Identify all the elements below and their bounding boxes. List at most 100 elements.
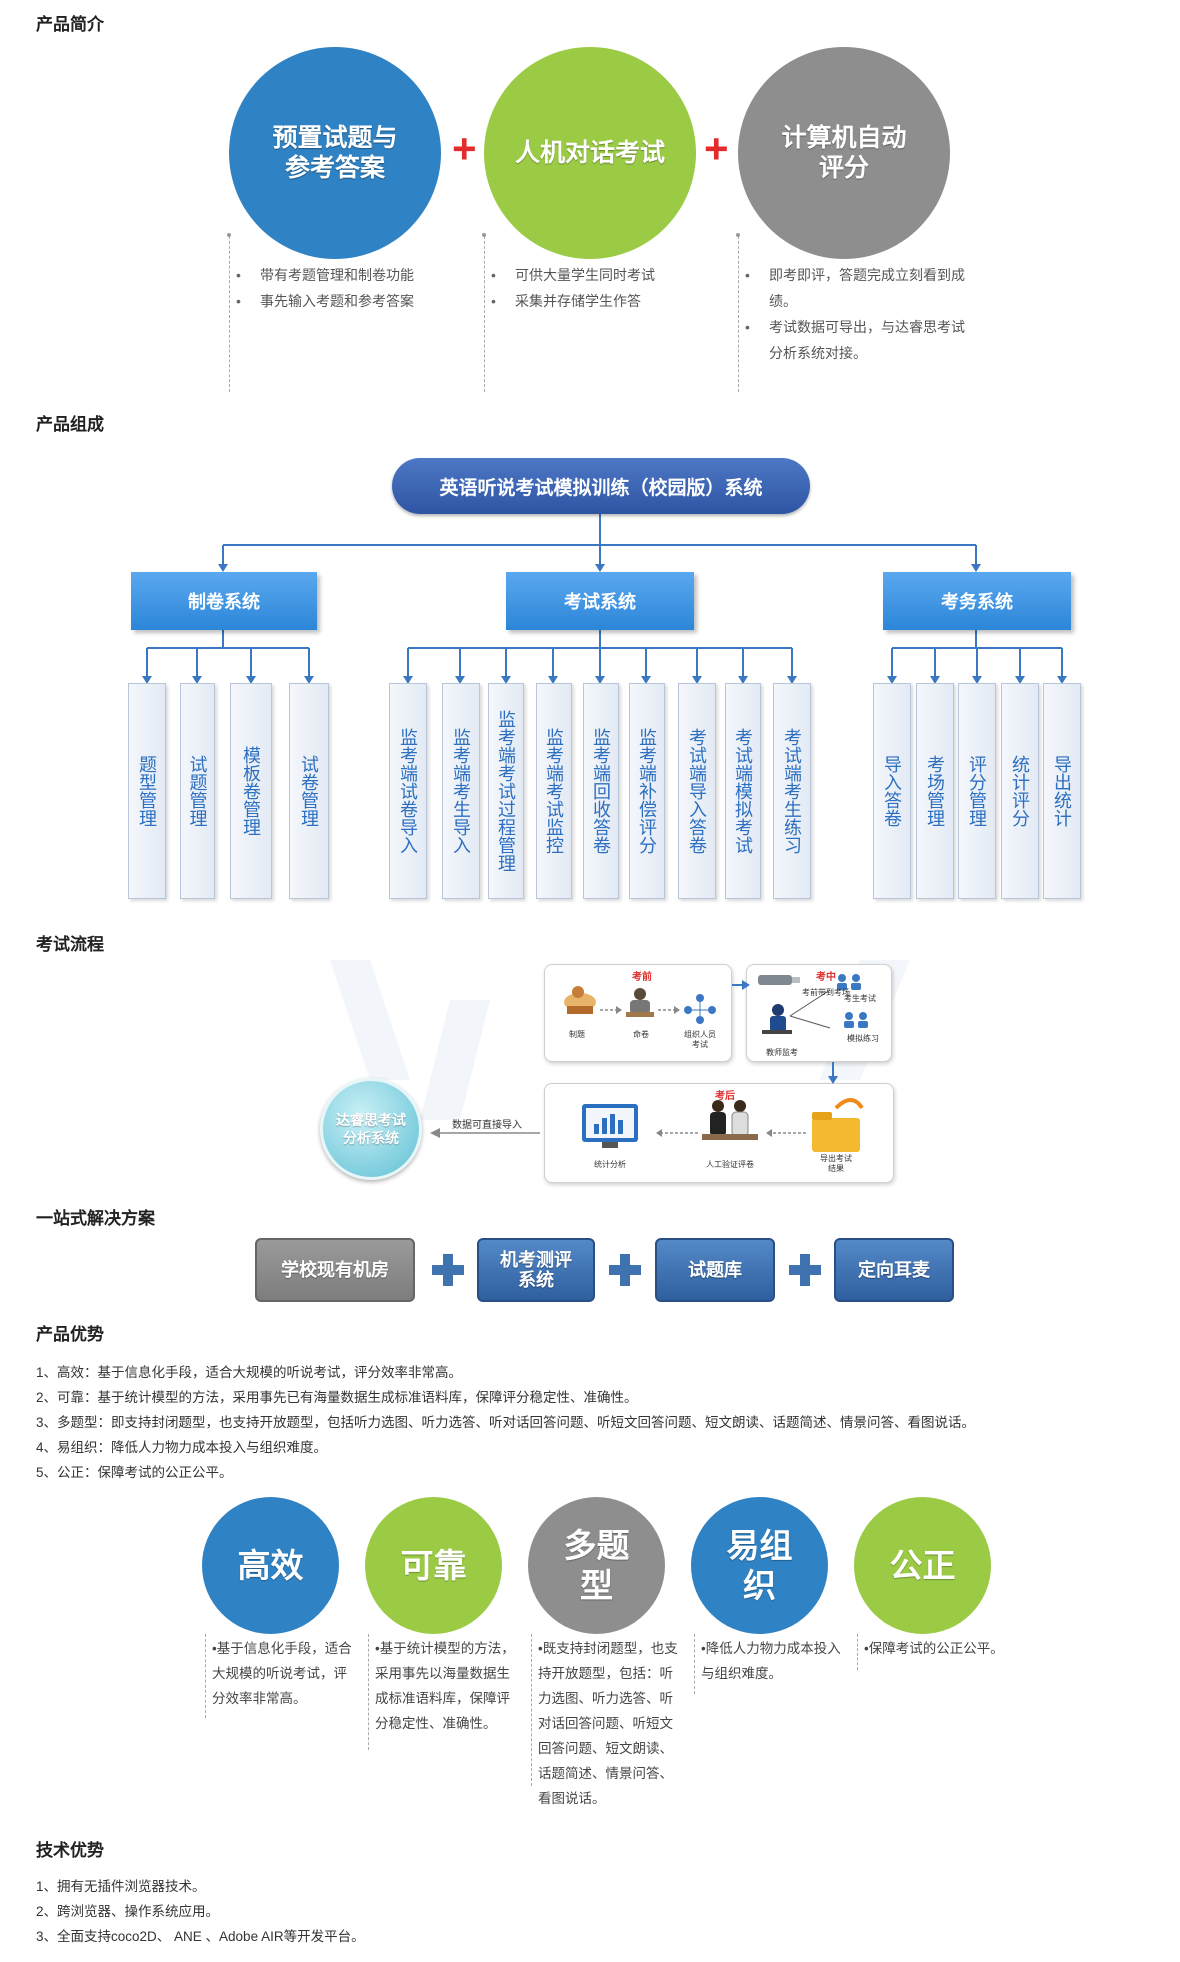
advantage-line: 5、公正：保障考试的公正公平。 [36, 1465, 233, 1480]
org-leaf: 监考端考试过程管理 [488, 683, 524, 899]
org-leaf: 考试端模拟考试 [725, 683, 761, 899]
bullet-continuation: 绩。 [769, 293, 797, 309]
intro-bullets-dialog: 可供大量学生同时考试 采集并存储学生作答 [487, 262, 655, 314]
plus-icon [609, 1254, 641, 1286]
flow-illustrations [430, 974, 868, 1152]
flow-analysis-circle: 达睿思考试 分析系统 [320, 1078, 422, 1180]
section-title-intro: 产品简介 [36, 15, 104, 34]
flow-label-review: 人工验证评卷 [706, 1160, 754, 1169]
adv-circle-efficient: 高效 [202, 1497, 339, 1634]
tech-list: 1、拥有无插件浏览器技术。 2、跨浏览器、操作系统应用。 3、全面支持coco2… [36, 1874, 365, 1949]
divider-dot [482, 233, 486, 237]
org-leaf: 监考端试卷导入 [389, 683, 427, 899]
org-leaf: 监考端补偿评分 [629, 683, 665, 899]
adv-text-efficient: •基于信息化手段，适合大规模的听说考试，评分效率非常高。 [205, 1634, 355, 1718]
flow-label-make: 制题 [569, 1030, 585, 1039]
dotted-divider [484, 236, 485, 392]
bullet-item: 事先输入考题和参考答案 [232, 288, 414, 314]
solution-system: 机考测评 系统 [477, 1238, 595, 1302]
adv-text-multitype: •既支持封闭题型，也支持开放题型，包括：听力选图、听力选答、听对话回答问题、听短… [531, 1634, 681, 1806]
plus-icon: + [452, 125, 477, 172]
flow-label-practice: 模拟练习 [847, 1034, 879, 1043]
divider-dot [227, 233, 231, 237]
advantage-line: 1、高效：基于信息化手段，适合大规模的听说考试，评分效率非常高。 [36, 1365, 463, 1380]
usb-drive-icon [758, 975, 800, 985]
tech-line: 1、拥有无插件浏览器技术。 [36, 1879, 206, 1894]
adv-text-organize: •降低人力物力成本投入与组织难度。 [694, 1634, 844, 1694]
org-connectors [142, 514, 1067, 684]
bullet-item: 带有考题管理和制卷功能 [232, 262, 414, 288]
dotted-divider [738, 236, 739, 392]
org-group-paper: 制卷系统 [131, 572, 317, 630]
adv-circle-organize: 易组 织 [691, 1497, 828, 1634]
org-root-node: 英语听说考试模拟训练（校园版）系统 [392, 458, 810, 514]
solution-headset: 定向耳麦 [834, 1238, 954, 1302]
bullet-item: 采集并存储学生作答 [487, 288, 655, 314]
tech-line: 3、全面支持coco2D、 ANE 、Adobe AIR等开发平台。 [36, 1929, 365, 1944]
advantage-line: 3、多题型：即支持封闭题型，也支持开放题型，包括听力选图、听力选答、听对话回答问… [36, 1415, 976, 1430]
org-leaf: 试卷管理 [289, 683, 329, 899]
flow-import-note: 数据可直接导入 [452, 1120, 522, 1131]
flow-label-teacher: 教师监考 [766, 1048, 798, 1057]
intro-circle-dialog: 人机对话考试 [484, 47, 696, 259]
adv-text-fair: •保障考试的公正公平。 [857, 1634, 1007, 1670]
flow-head-during: 考中 [816, 972, 836, 983]
org-leaf: 考场管理 [916, 683, 954, 899]
intro-bullets-preset: 带有考题管理和制卷功能 事先输入考题和参考答案 [232, 262, 414, 314]
flow-label-usb: 考前带到考场 [802, 988, 850, 997]
flow-head-after: 考后 [715, 1091, 735, 1102]
reviewers-icon [702, 1100, 758, 1140]
org-leaf: 评分管理 [958, 683, 996, 899]
section-title-tech: 技术优势 [36, 1841, 104, 1860]
intro-circle-scoring: 计算机自动 评分 [738, 47, 950, 259]
org-leaf: 试题管理 [180, 683, 215, 899]
flow-head-before: 考前 [632, 972, 652, 983]
teacher-icon [626, 988, 654, 1017]
student-icon [837, 974, 868, 1028]
org-leaf: 统计评分 [1001, 683, 1039, 899]
plus-icon [432, 1254, 464, 1286]
org-leaf: 监考端考试监控 [536, 683, 572, 899]
advantage-line: 4、易组织：降低人力物力成本投入与组织难度。 [36, 1440, 328, 1455]
org-leaf: 考试端考生练习 [773, 683, 811, 899]
bullet-continuation: 分析系统对接。 [769, 345, 867, 361]
adv-circle-reliable: 可靠 [365, 1497, 502, 1634]
section-title-composition: 产品组成 [36, 415, 104, 434]
folder-export-icon [812, 1098, 864, 1152]
org-group-exam: 考试系统 [506, 572, 694, 630]
desk-person-icon [564, 986, 596, 1014]
flow-label-student: 考生考试 [844, 994, 876, 1003]
divider-dot [736, 233, 740, 237]
intro-circle-preset: 预置试题与 参考答案 [229, 47, 441, 259]
adv-circle-fair: 公正 [854, 1497, 991, 1634]
org-leaf: 监考端回收答卷 [583, 683, 619, 899]
advantage-line: 2、可靠：基于统计模型的方法，采用事先已有海量数据生成标准语料库，保障评分稳定性… [36, 1390, 638, 1405]
section-title-advantages: 产品优势 [36, 1325, 104, 1344]
adv-text-reliable: •基于统计模型的方法，采用事先以海量数据生成标准语料库，保障评分稳定性、准确性。 [368, 1634, 518, 1750]
flow-label-export: 导出考试 结果 [820, 1154, 852, 1173]
bullet-item: 可供大量学生同时考试 [487, 262, 655, 288]
solution-lab: 学校现有机房 [255, 1238, 415, 1302]
org-leaf: 监考端考生导入 [442, 683, 480, 899]
plus-icon: + [704, 125, 729, 172]
intro-bullets-scoring: 即考即评，答题完成立刻看到成 绩。 考试数据可导出，与达睿思考试 分析系统对接。 [741, 262, 965, 366]
plus-icon [789, 1254, 821, 1286]
flow-label-organize: 组织人员 考试 [684, 1030, 716, 1049]
teacher-monitor-icon [762, 1004, 792, 1034]
flow-label-stats: 统计分析 [594, 1160, 626, 1169]
network-people-icon [684, 994, 716, 1024]
org-leaf: 模板卷管理 [230, 683, 272, 899]
advantages-list: 1、高效：基于信息化手段，适合大规模的听说考试，评分效率非常高。 2、可靠：基于… [36, 1360, 975, 1485]
bullet-item: 考试数据可导出，与达睿思考试 [741, 314, 965, 340]
bullet-item: 即考即评，答题完成立刻看到成 [741, 262, 965, 288]
org-leaf: 考试端导入答卷 [678, 683, 716, 899]
adv-circle-multitype: 多题 型 [528, 1497, 665, 1634]
org-leaf: 导入答卷 [873, 683, 911, 899]
section-title-solution: 一站式解决方案 [36, 1209, 155, 1228]
flow-label-paper: 命卷 [633, 1030, 649, 1039]
org-leaf: 题型管理 [128, 683, 166, 899]
section-title-flow: 考试流程 [36, 935, 104, 954]
dotted-divider [229, 236, 230, 392]
tech-line: 2、跨浏览器、操作系统应用。 [36, 1904, 220, 1919]
org-group-affairs: 考务系统 [883, 572, 1071, 630]
